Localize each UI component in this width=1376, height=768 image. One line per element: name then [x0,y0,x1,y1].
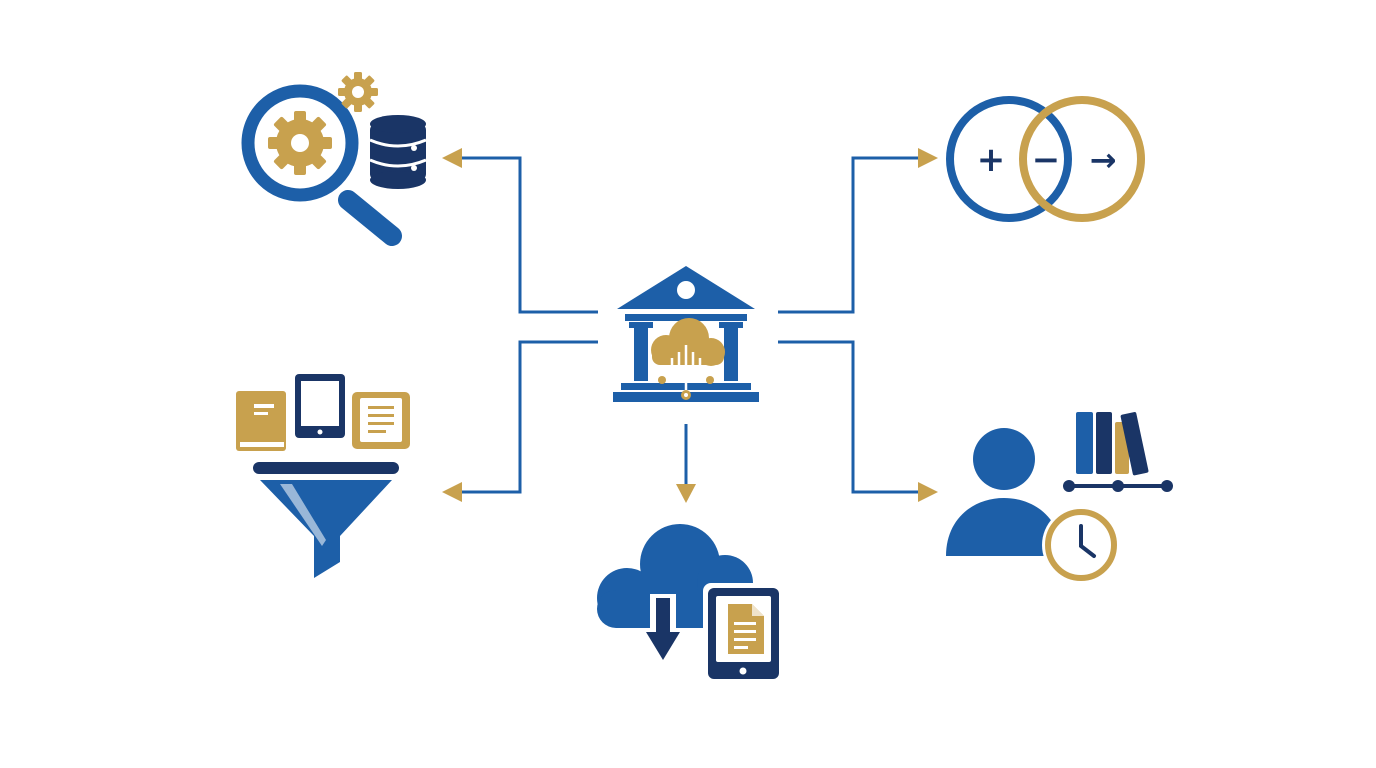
user-books-clock-icon [946,412,1173,584]
tablet-document-icon [703,583,784,684]
edge-hub-filtering [462,340,598,494]
download-arrow-icon [640,594,686,664]
arrow-symbol: → [1090,141,1117,179]
gear-icon [268,111,332,175]
edge-hub-user-history [778,340,918,494]
plus-symbol: + [977,140,1006,180]
arrowhead-filtering [442,482,462,502]
cloud-download-tablet-icon [597,524,784,684]
tablet-icon [295,374,345,438]
books-shelf-icon [1063,412,1173,492]
small-gear-icon [338,72,378,112]
content-filter-funnel-icon [236,374,410,578]
arrowhead-download [676,484,696,503]
scroll-icon [352,392,410,449]
edge-hub-comparison [778,156,918,314]
plus-minus-arrow-circles-icon: + − → [946,96,1145,222]
database-icon [369,115,427,189]
arrowhead-discovery [442,148,462,168]
edge-hub-discovery [462,156,598,314]
arrowhead-comparison [918,148,938,168]
library-cloud-icon [613,266,759,402]
connectors [442,148,938,503]
funnel-icon [253,462,399,578]
arrowhead-user-history [918,482,938,502]
minus-symbol: − [1032,140,1061,180]
user-icon [946,428,1062,556]
book-icon [236,391,286,451]
search-gear-database-icon [241,72,427,246]
clock-icon [1042,506,1120,584]
